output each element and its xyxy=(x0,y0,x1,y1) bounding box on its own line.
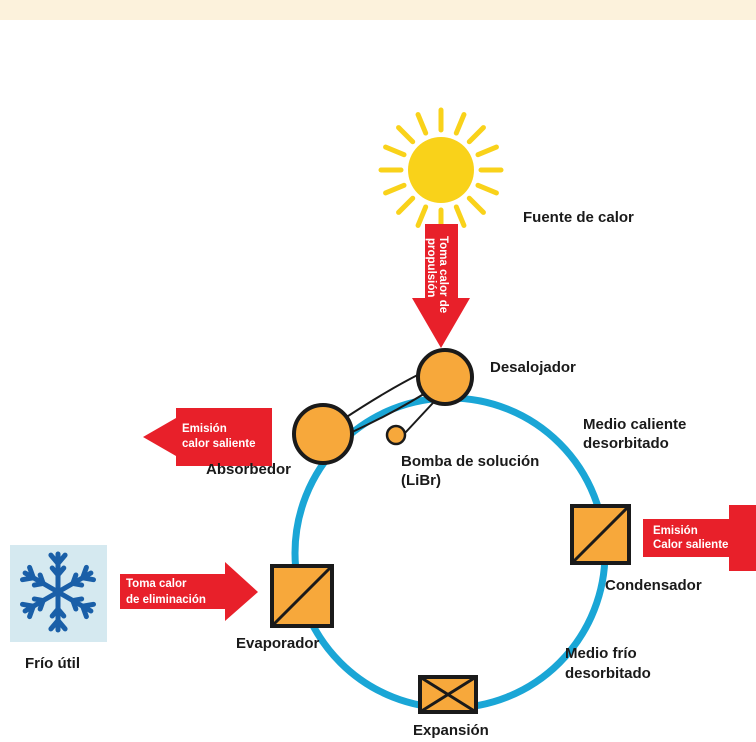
svg-text:calor saliente: calor saliente xyxy=(182,438,256,450)
evaporator-label: Evaporador xyxy=(236,635,320,652)
sun-ray xyxy=(383,144,407,158)
sun-ray xyxy=(415,204,429,228)
sun-ray xyxy=(396,125,416,145)
hot-medium-label-2: desorbitado xyxy=(583,435,669,452)
sun-ray xyxy=(396,195,416,215)
snowflake-branch xyxy=(70,598,79,612)
sun-ray xyxy=(466,195,486,215)
absorber-node xyxy=(292,403,354,465)
snowflake-branch xyxy=(37,572,46,586)
snowflake-branch xyxy=(55,565,67,578)
sun-ray xyxy=(453,204,467,228)
snowflake-branch xyxy=(80,603,89,620)
generator-label: Desalojador xyxy=(490,359,576,376)
snowflake-icon xyxy=(10,545,107,642)
svg-text:propulsión: propulsión xyxy=(425,238,437,297)
expansion-valve xyxy=(418,675,478,714)
snowflake-branch xyxy=(31,596,46,604)
condenser-node xyxy=(570,504,631,565)
drive-heat-arrow: Toma calor de propulsión xyxy=(412,224,470,348)
snowflake-branch xyxy=(49,606,61,619)
svg-text:Toma calor: Toma calor xyxy=(126,578,187,590)
pump-node xyxy=(385,424,407,446)
svg-text:Toma calor de: Toma calor de xyxy=(437,236,449,313)
sun-ray xyxy=(475,182,499,196)
sun-ray xyxy=(453,112,467,136)
sun-ray xyxy=(415,112,429,136)
expansion-label: Expansión xyxy=(413,722,489,739)
evaporator-node xyxy=(270,564,334,628)
heat-source-label: Fuente de calor xyxy=(523,209,634,226)
svg-text:Emisión: Emisión xyxy=(182,423,227,435)
snowflake-branch xyxy=(55,552,68,566)
condenser-emission-arrow: Emisión Calor saliente xyxy=(643,505,756,571)
svg-text:Emisión: Emisión xyxy=(653,525,698,537)
hot-medium-label: Medio caliente xyxy=(583,416,686,433)
absorber-label: Absorbedor xyxy=(206,461,291,478)
svg-text:de eliminación: de eliminación xyxy=(126,594,206,606)
snowflake-branch xyxy=(70,580,85,588)
pump-label-2: (LiBr) xyxy=(401,472,441,489)
sun-ray xyxy=(383,182,407,196)
sun-ray xyxy=(475,144,499,158)
cold-medium-label-2: desorbitado xyxy=(565,665,651,682)
condenser-label: Condensador xyxy=(605,577,702,594)
snowflake-branch xyxy=(27,564,36,581)
removal-heat-arrow: Toma calor de eliminación xyxy=(120,562,258,621)
snowflake-branch xyxy=(48,618,61,632)
pump-label: Bomba de solución xyxy=(401,453,539,470)
cold-medium-label: Medio frío xyxy=(565,645,637,662)
svg-text:Calor saliente: Calor saliente xyxy=(653,539,728,551)
snowflake-branch xyxy=(80,575,97,583)
sun-icon xyxy=(378,107,504,233)
sun-ray xyxy=(466,125,486,145)
top-band xyxy=(0,0,756,20)
absorber-emission-arrow: Emisión calor saliente xyxy=(143,408,272,466)
snowflake-branch xyxy=(19,601,36,609)
useful-cold-label: Frío útil xyxy=(25,655,80,672)
generator-node xyxy=(416,348,474,406)
